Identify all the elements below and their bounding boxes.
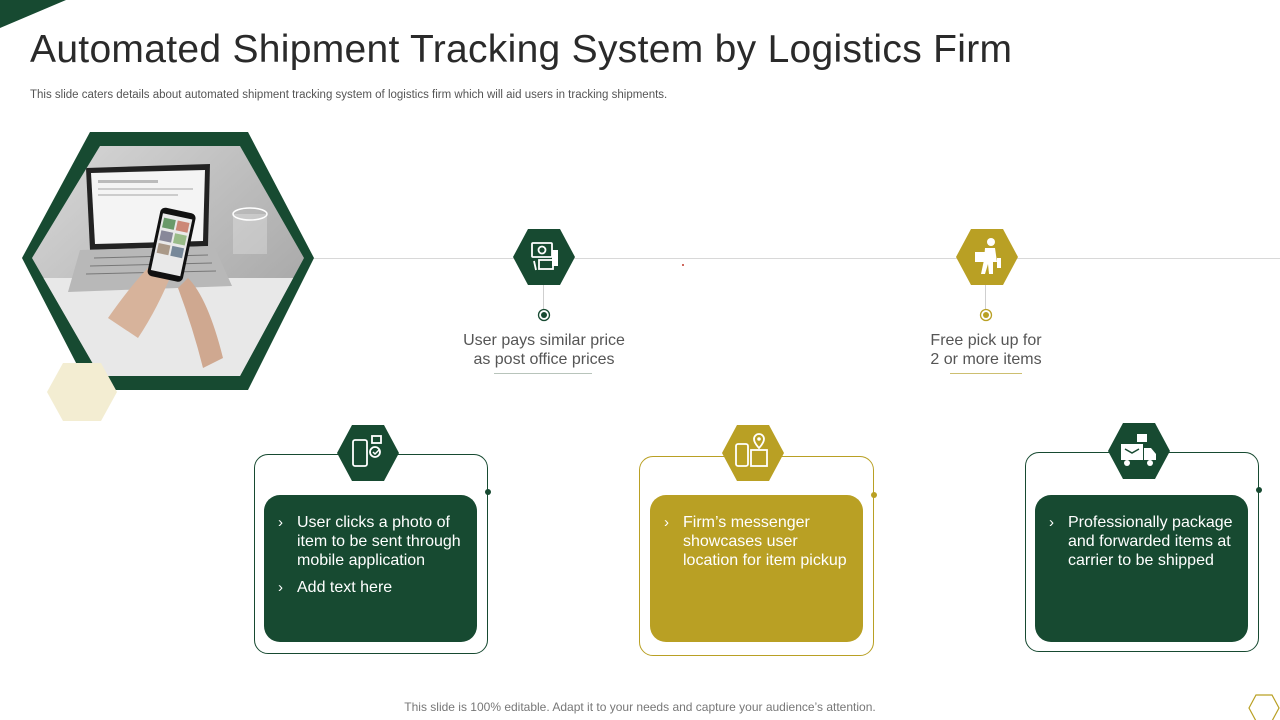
slide-footer: This slide is 100% editable. Adapt it to… [404,700,876,714]
chevron-right-icon: › [278,579,283,596]
step-caption: User pays similar price as post office p… [424,331,664,369]
bullet-text: Professionally package and forwarded ite… [1068,514,1233,569]
bullet-text: Add text here [297,579,393,596]
dot-marker [682,264,684,266]
bullet-list: › Professionally package and forwarded it… [1049,513,1234,570]
bullet-text: User clicks a photo of item to be sent t… [297,514,461,569]
person-carrying-box-icon [956,229,1018,285]
outline-dot [871,492,877,498]
caption-underline [950,373,1022,374]
mobile-photo-icon [337,425,399,481]
decor-hexagon [47,363,117,421]
caption-line: User pays similar price [463,332,625,349]
card-gold: › Firm’s messenger showcases user locatio… [650,495,863,642]
step-dot [537,308,551,322]
chevron-right-icon: › [1049,514,1054,531]
bullet-text: Firm’s messenger showcases user location… [683,514,847,569]
card-green: › Professionally package and forwarded it… [1035,495,1248,642]
caption-underline [494,373,592,374]
bullet-item: › Professionally package and forwarded it… [1049,513,1234,570]
outline-dot [485,489,491,495]
chevron-right-icon: › [278,514,283,531]
bullet-item: › Add text here [278,578,463,597]
decor-hexagon-outline [1248,694,1280,720]
bullet-item: › Firm’s messenger showcases user locatio… [664,513,849,570]
outline-dot [1256,487,1262,493]
connector-line [985,283,986,311]
chevron-right-icon: › [664,514,669,531]
bullet-item: › User clicks a photo of item to be sent … [278,513,463,570]
delivery-truck-icon [1108,423,1170,479]
step-dot [979,308,993,322]
location-pin-icon [722,425,784,481]
card-green: › User clicks a photo of item to be sent … [264,495,477,642]
bullet-list: › User clicks a photo of item to be sent … [278,513,463,597]
corner-decoration [0,0,66,28]
caption-line: as post office prices [473,351,615,368]
money-payment-icon [513,229,575,285]
connector-line [543,283,544,311]
step-caption: Free pick up for 2 or more items [866,331,1106,369]
bullet-list: › Firm’s messenger showcases user locatio… [664,513,849,570]
hero-image [22,132,314,390]
slide-subtitle: This slide caters details about automate… [30,89,668,101]
slide-title: Automated Shipment Tracking System by Lo… [30,28,1013,71]
caption-line: Free pick up for [930,332,1042,349]
caption-line: 2 or more items [930,351,1042,368]
timeline-line [300,258,1280,259]
